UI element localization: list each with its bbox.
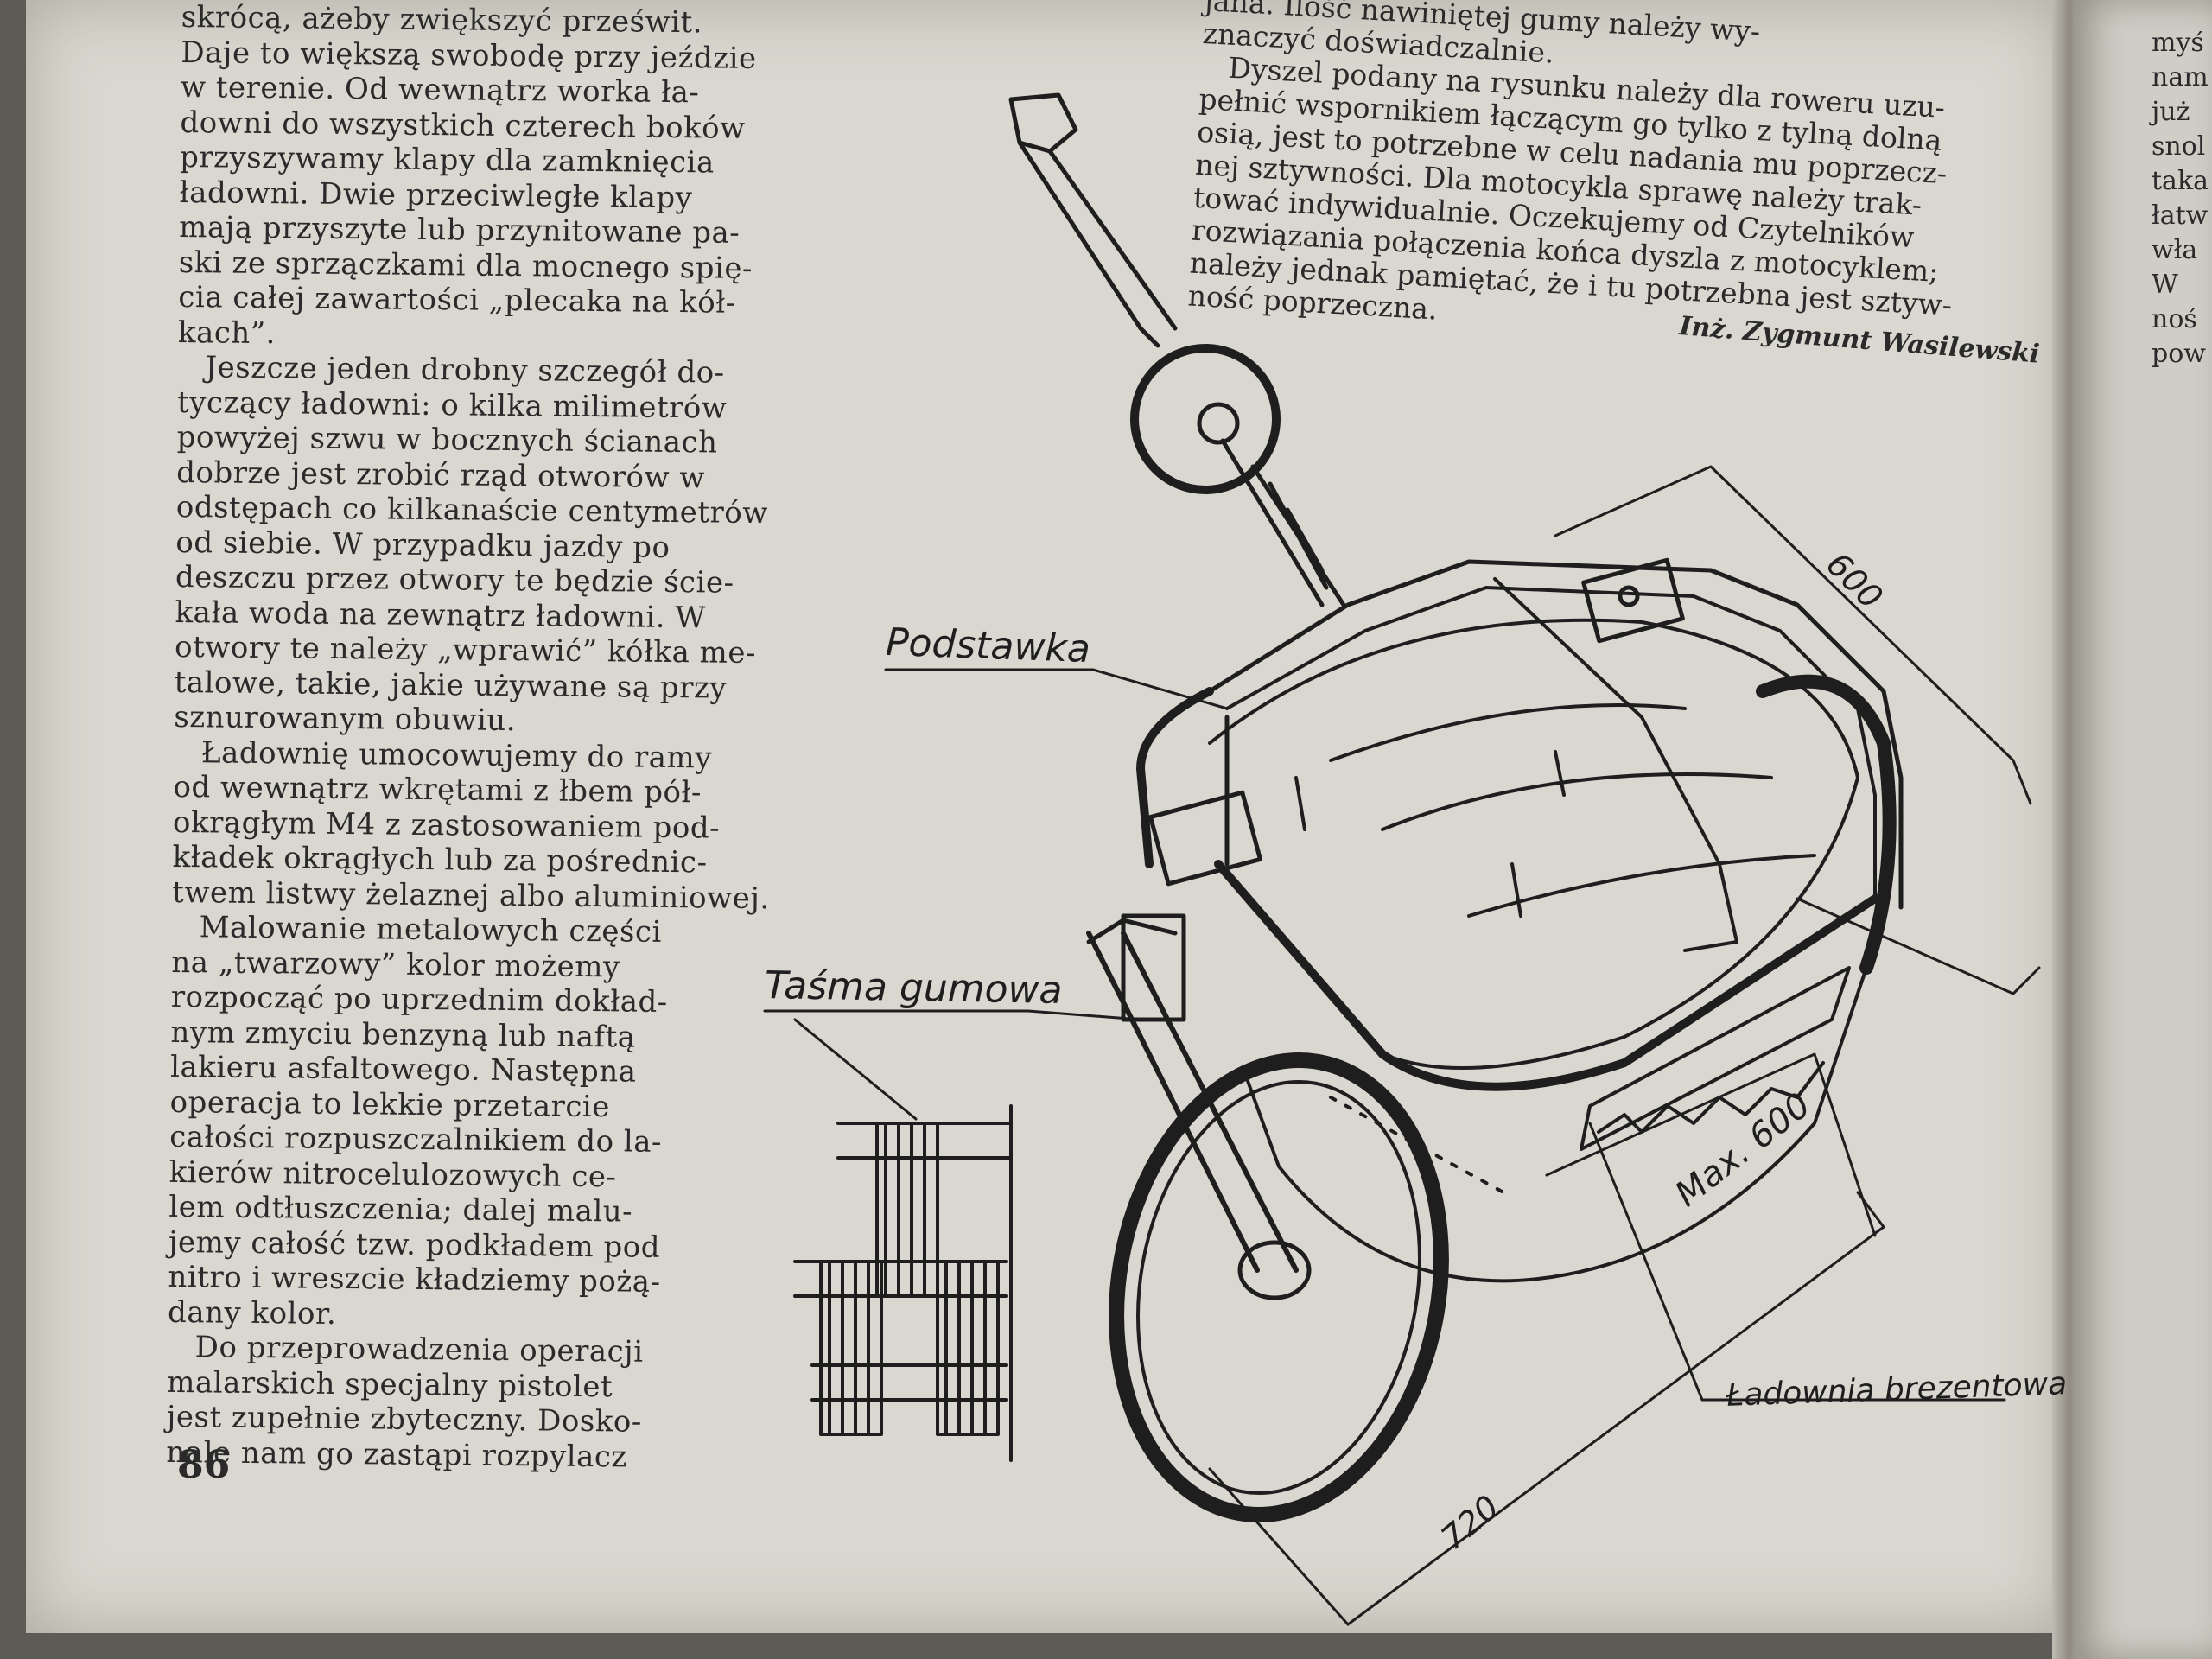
book-page-right [2074, 0, 2212, 1659]
mount-plate-front [1148, 790, 1262, 887]
edge-word: wła [2152, 235, 2198, 265]
rubber-band-detail [793, 1104, 1013, 1462]
page-number: 86 [177, 1443, 231, 1487]
drawbar [1008, 92, 1346, 607]
edge-word: W [2152, 270, 2178, 300]
dimension-lines [763, 465, 2041, 1626]
edge-word: już [2152, 97, 2190, 127]
wheel-rear [1756, 674, 1897, 975]
edge-word: snol [2152, 131, 2206, 162]
trailer-frame [1136, 559, 1904, 1091]
mount-bolt [1618, 585, 1640, 607]
carry-handle [1493, 577, 1738, 952]
label-tasma-gumowa: Taśma gumowa [764, 963, 1063, 1014]
edge-word: taka [2152, 166, 2209, 196]
canvas-bag [1208, 618, 1885, 1283]
label-podstawka: Podstawka [885, 620, 1091, 672]
edge-word: nam [2152, 62, 2209, 92]
edge-word: pow [2152, 339, 2206, 369]
edge-word: noś [2152, 304, 2197, 334]
edge-word: myś [2152, 28, 2204, 58]
edge-word: łatw [2152, 200, 2209, 231]
mount-plate-rear [1581, 557, 1685, 644]
wheel-front [1086, 913, 1449, 1522]
book-page-left [26, 0, 2065, 1633]
